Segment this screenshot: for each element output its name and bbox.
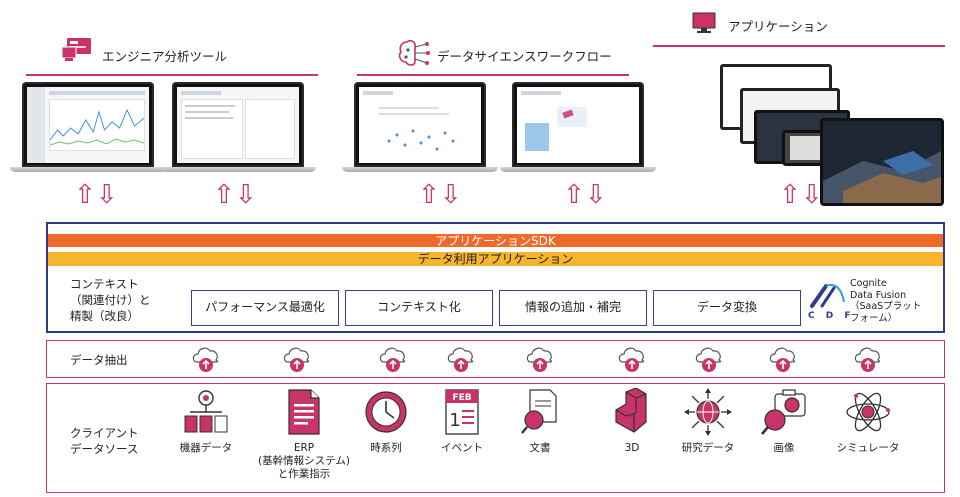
cloud-upload-icon: [768, 344, 798, 372]
cube-3d-icon: [615, 388, 647, 433]
data-science-underline: [357, 74, 629, 76]
cognite-caption: Cognite Data Fusion （SaaSプラット フォーム）: [850, 278, 922, 324]
cloud-upload-icon: [378, 344, 408, 372]
cloud-upload-icon: [525, 344, 555, 372]
calendar-icon: FEB 1: [445, 389, 479, 435]
bidirectional-arrow-icon: ⇧⇩: [213, 180, 257, 210]
cloud-upload-icon: [617, 344, 647, 372]
process-box-enrichment: 情報の追加・補完: [499, 290, 647, 326]
cloud-upload-icon: [446, 344, 476, 372]
bidirectional-arrow-icon: ⇧⇩: [418, 180, 462, 210]
engineer-tools-underline: [26, 74, 318, 76]
process-box-contextualization: コンテキスト化: [345, 290, 493, 326]
sdk-bar: アプリケーションSDK: [48, 234, 943, 248]
device-network-icon: [184, 390, 228, 433]
bidirectional-arrow-icon: ⇧⇩: [74, 180, 118, 210]
cognite-logo: C D F: [806, 280, 851, 324]
extraction-box: [46, 340, 945, 378]
source-3d: 3D: [596, 388, 668, 455]
laptop-screenshot-engineer-1: [10, 82, 166, 172]
atom-icon: [846, 392, 890, 432]
clock-icon: [365, 391, 407, 433]
platform-box: [46, 222, 945, 333]
applications-underline: [653, 45, 945, 47]
cloud-upload-icon: [694, 344, 724, 372]
context-label: コンテキスト （関連付け）と 精製（改良）: [70, 277, 151, 323]
process-box-transformation: データ変換: [653, 290, 801, 326]
laptop-screenshot-datascience-2: [500, 82, 656, 172]
cloud-upload-icon: [191, 344, 221, 372]
monitor-icon: [692, 12, 716, 33]
brain-network-icon: [398, 39, 430, 66]
engineer-tools-title: エンジニア分析ツール: [102, 49, 228, 64]
cognite-mark-icon: [810, 284, 845, 308]
source-simulator: シミュレータ: [826, 388, 910, 455]
applications-title: アプリケーション: [728, 19, 828, 34]
cloud-upload-icon: [853, 344, 883, 372]
document-search-icon: [521, 389, 557, 434]
bidirectional-arrow-icon: ⇧⇩: [779, 180, 823, 210]
process-box-performance: パフォーマンス最適化: [191, 290, 339, 326]
calendar-month: FEB: [452, 393, 471, 403]
sources-label: クライアント データソース: [70, 426, 139, 456]
source-machine-data: 機器データ: [166, 388, 246, 455]
source-documents: 文書: [504, 388, 576, 455]
laptop-screenshot-engineer-2: [160, 82, 316, 172]
cloud-upload-icon: [282, 344, 312, 372]
source-images: 画像: [748, 388, 820, 455]
dashboard-icon: [62, 38, 91, 61]
sources-box: [46, 383, 945, 493]
extraction-label: データ抽出: [70, 353, 128, 367]
applications-device-collage: [712, 58, 948, 208]
camera-search-icon: [761, 389, 806, 435]
laptop-screenshot-datascience-1: [342, 82, 498, 172]
svg-text:1: 1: [449, 410, 460, 431]
source-research-data: 研究データ: [668, 388, 748, 455]
source-erp: ERP (基幹情報システム) と作業指示: [250, 388, 358, 481]
globe-arrows-icon: [684, 388, 732, 436]
cdf-letters: C D F: [808, 311, 855, 321]
bidirectional-arrow-icon: ⇧⇩: [563, 180, 607, 210]
data-apps-bar: データ利用アプリケーション: [48, 252, 943, 266]
source-events: FEB 1 イベント: [426, 388, 498, 455]
document-icon: [288, 389, 320, 435]
data-science-title: データサイエンスワークフロー: [437, 49, 612, 64]
source-time-series: 時系列: [350, 388, 422, 455]
